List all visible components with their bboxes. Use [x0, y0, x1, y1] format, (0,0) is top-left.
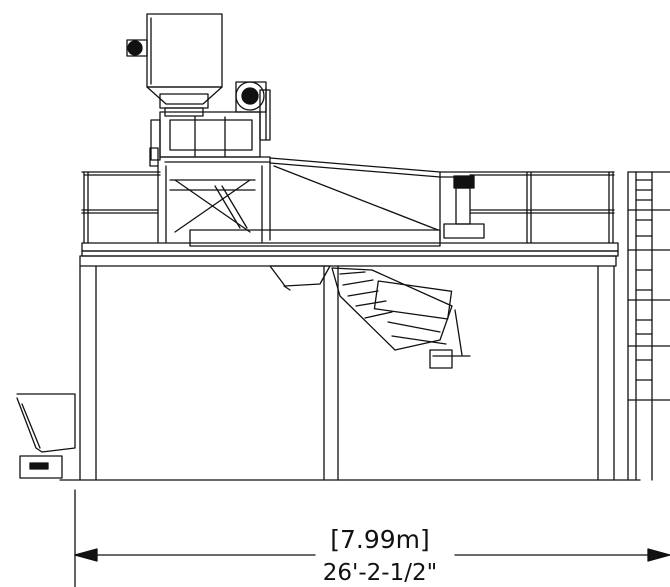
deck-platform [79, 229, 619, 267]
base-structure [59, 265, 641, 481]
arrow-left-icon [74, 548, 98, 562]
dimension-metric-label: [7.99m] [330, 525, 430, 554]
crusher-support-frame [157, 165, 263, 243]
feed-hopper [146, 13, 223, 117]
access-ladder [627, 171, 670, 481]
arrow-right-icon [647, 548, 670, 562]
sloped-conveyor [269, 157, 471, 241]
deck-railing [81, 171, 615, 244]
side-discharge-chute [16, 393, 76, 479]
inclined-feeder [331, 267, 471, 369]
conveyor-drive-motor [443, 175, 485, 239]
dimension-imperial-label: 26'-2-1/2" [322, 560, 438, 586]
discharge-chute [269, 265, 331, 291]
hopper-motor [126, 39, 148, 57]
overall-width-dimension [74, 489, 670, 587]
crusher-housing [149, 111, 271, 167]
crusher-motor [235, 81, 271, 141]
